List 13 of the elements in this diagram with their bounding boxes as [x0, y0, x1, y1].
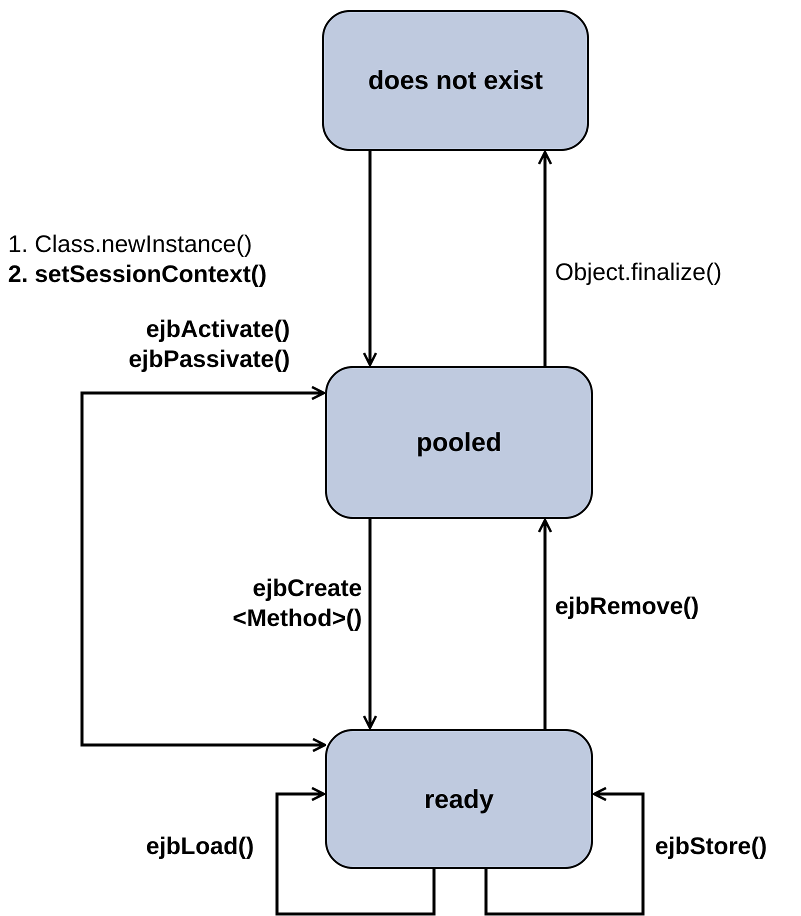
arrow: [362, 151, 378, 366]
state-name: pooled: [416, 427, 502, 458]
state-box: [325, 729, 593, 869]
state-name: ready: [424, 784, 494, 814]
state-name: does not exist: [368, 65, 543, 96]
arrow: [362, 519, 378, 730]
state-box: [322, 10, 589, 151]
state-box: [325, 366, 593, 519]
arrow: [538, 518, 552, 729]
arrow: [484, 786, 644, 916]
arrow: [538, 150, 552, 366]
arrow: [80, 386, 326, 752]
arrow: [276, 786, 436, 916]
